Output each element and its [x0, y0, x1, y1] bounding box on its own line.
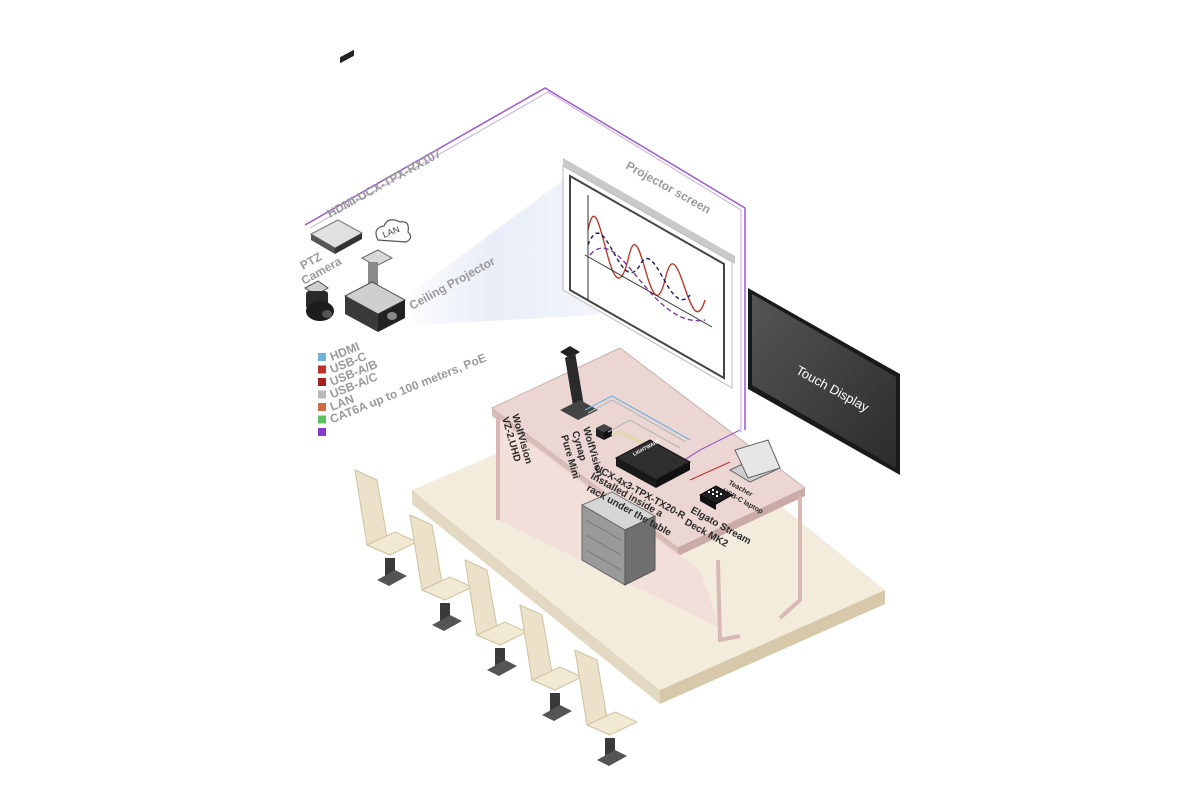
rx-device-label: HDMI-UCX-TPX-RX107	[325, 146, 444, 220]
screen-sine-curves	[584, 195, 713, 328]
legend-swatch	[318, 365, 326, 374]
audience-chairs	[354, 469, 639, 766]
audience-chair	[464, 559, 529, 676]
cat6a-cable-2	[309, 91, 742, 432]
equipment-rack: Installed inside a rack under the table	[580, 471, 673, 586]
legend-swatch	[318, 378, 326, 386]
ptz-camera: PTZ Camera	[298, 249, 344, 321]
audience-chair	[354, 469, 419, 586]
lan-cloud-icon: LAN	[375, 219, 412, 243]
legend-swatch	[318, 415, 326, 424]
rx-device: HDMI-UCX-TPX-RX107	[309, 49, 444, 254]
touch-display: Touch Display	[748, 288, 900, 475]
legend-swatch	[318, 353, 326, 361]
cat6a-cable	[304, 87, 746, 430]
legend-swatch	[318, 403, 326, 411]
legend-swatch	[318, 428, 326, 436]
legend-swatch	[318, 390, 326, 399]
audience-chair	[574, 649, 639, 766]
projector-screen: Projector screen	[562, 158, 735, 389]
